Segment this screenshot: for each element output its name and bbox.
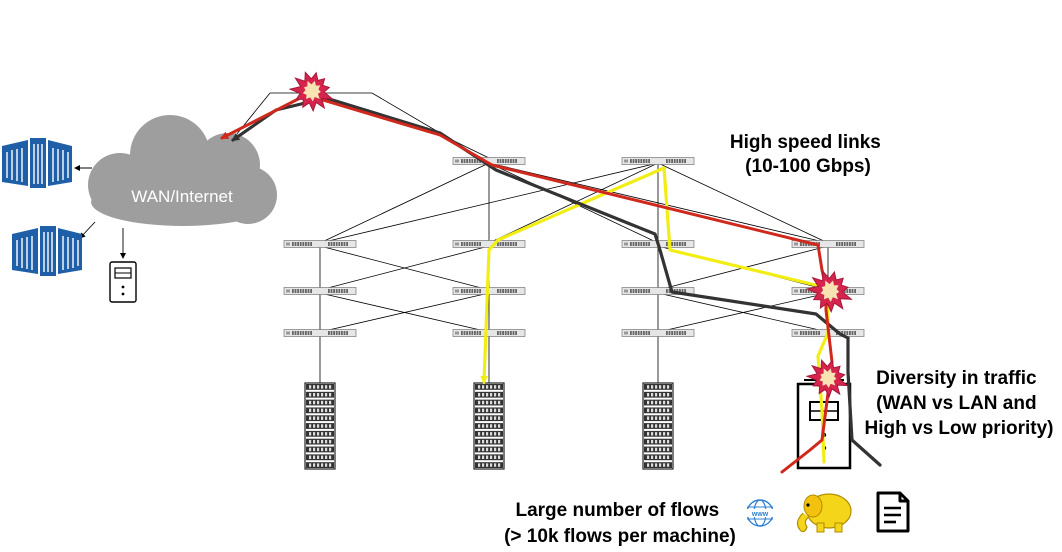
switch-icon (283, 240, 357, 248)
cloud-links (74, 165, 126, 259)
external-server-icon (2, 138, 72, 188)
switch-icon (283, 329, 357, 337)
switch-icon (621, 329, 695, 337)
document-icon (876, 491, 910, 533)
high-speed-links-label: High speed links (10-100 Gbps) (730, 132, 886, 177)
switch-icon (452, 329, 526, 337)
client-device-icon (109, 261, 137, 303)
server-rack-icon (473, 382, 505, 470)
diversity-label: Diversity in traffic (WAN vs LAN and Hig… (865, 368, 1054, 439)
www-text: www (751, 511, 769, 518)
server-rack-icon (304, 382, 336, 470)
external-server-icon (12, 226, 82, 276)
wan-internet-cloud: WAN/Internet (88, 115, 277, 226)
flows-label: Large number of flows (> 10k flows per m… (504, 500, 736, 547)
server-racks (304, 382, 674, 470)
flows-line1: Large number of flows (515, 500, 719, 521)
switch-icon (283, 287, 357, 295)
web-traffic-globe-icon: www (746, 499, 774, 527)
dark-path (846, 336, 882, 467)
cloud-label: WAN/Internet (131, 187, 233, 206)
congestion-bursts (288, 71, 853, 399)
diversity-line3: High vs Low priority) (865, 418, 1054, 439)
hadoop-elephant-icon (796, 493, 852, 533)
diversity-line1: Diversity in traffic (876, 368, 1037, 389)
server-rack-icon (642, 382, 674, 470)
high-speed-line1: High speed links (730, 132, 881, 153)
switch-icon (452, 157, 526, 165)
high-speed-line2: (10-100 Gbps) (745, 156, 871, 177)
congestion-burst-icon (288, 71, 334, 113)
congestion-burst-icon (805, 358, 850, 399)
congestion-burst-icon (805, 270, 853, 313)
host-server-icon (796, 379, 852, 470)
flows-line2: (> 10k flows per machine) (504, 526, 736, 547)
diversity-line2: (WAN vs LAN and (876, 393, 1036, 414)
switch-icon (452, 240, 526, 248)
switch-icon (621, 157, 695, 165)
